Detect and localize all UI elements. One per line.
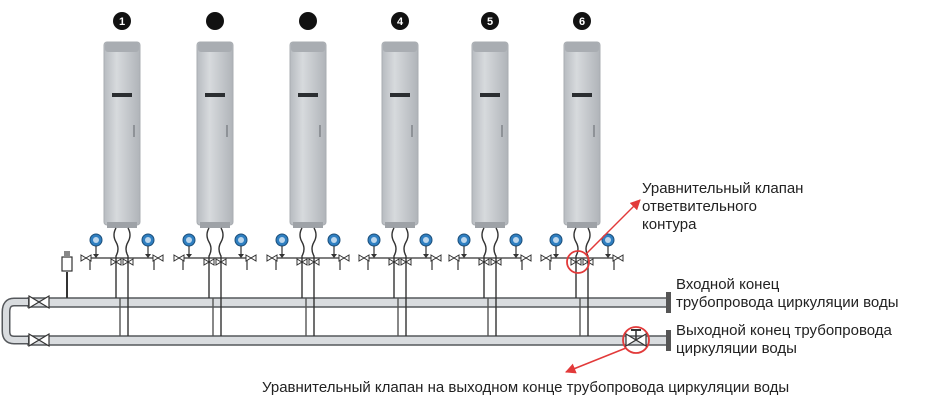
pressure-gauge-icon bbox=[601, 233, 615, 258]
pressure-gauge-icon bbox=[549, 233, 563, 258]
pressure-gauge-icon bbox=[89, 233, 103, 258]
valve-icon bbox=[490, 258, 502, 266]
branch-valve-highlight bbox=[566, 250, 590, 274]
valve-icon bbox=[478, 258, 490, 266]
unit-number-badge bbox=[299, 12, 317, 30]
door-handle bbox=[133, 125, 135, 137]
branch-valve-arrow bbox=[585, 199, 641, 255]
door-handle bbox=[593, 125, 595, 137]
valve-icon bbox=[215, 258, 227, 266]
valve-icon bbox=[245, 254, 257, 262]
inlet-left-valve bbox=[28, 294, 50, 310]
valve-icon bbox=[448, 254, 460, 262]
valve-icon bbox=[80, 254, 92, 262]
outlet-pipe-end-cap bbox=[666, 330, 671, 351]
unit-connection-pipes bbox=[182, 227, 248, 336]
unit-number-badge: 6 bbox=[573, 12, 591, 30]
pressure-gauge-icon bbox=[275, 233, 289, 258]
valve-icon bbox=[296, 258, 308, 266]
unit-number-text: 6 bbox=[579, 16, 585, 28]
valve-icon bbox=[358, 254, 370, 262]
control-panel bbox=[205, 93, 225, 97]
boiler-unit-2 bbox=[173, 12, 257, 336]
unit-connection-pipes bbox=[275, 227, 341, 336]
boiler-unit-4: 4 bbox=[358, 12, 442, 336]
door-handle bbox=[501, 125, 503, 137]
valve-icon bbox=[152, 254, 164, 262]
units-layer: 1 4 5 6 bbox=[80, 12, 624, 336]
unit-number-badge: 4 bbox=[391, 12, 409, 30]
boiler-unit-3 bbox=[266, 12, 350, 336]
unit-connection-pipes bbox=[89, 227, 155, 336]
outlet-valve-arrow bbox=[565, 347, 627, 374]
valve-icon bbox=[203, 258, 215, 266]
valve-icon bbox=[173, 254, 185, 262]
control-panel bbox=[298, 93, 318, 97]
pipe-network bbox=[1, 251, 671, 351]
valve-icon bbox=[110, 258, 122, 266]
inlet-pipe-end-cap bbox=[666, 292, 671, 313]
valve-icon bbox=[122, 258, 134, 266]
unit-number-badge: 5 bbox=[481, 12, 499, 30]
unit-number-badge bbox=[206, 12, 224, 30]
outlet-balancing-valve-icon bbox=[625, 329, 647, 348]
outlet-header-pipe bbox=[27, 335, 669, 346]
valve-icon bbox=[540, 254, 552, 262]
valve-icon bbox=[430, 254, 442, 262]
pressure-gauge-icon bbox=[509, 233, 523, 258]
pressure-gauge-icon bbox=[234, 233, 248, 258]
unit-number-text: 1 bbox=[119, 16, 125, 28]
valve-icon bbox=[338, 254, 350, 262]
boiler-unit-6: 6 bbox=[540, 12, 624, 336]
door-handle bbox=[319, 125, 321, 137]
control-panel bbox=[112, 93, 132, 97]
pressure-gauge-icon bbox=[182, 233, 196, 258]
door-handle bbox=[226, 125, 228, 137]
pressure-gauge-icon bbox=[141, 233, 155, 258]
valve-icon bbox=[308, 258, 320, 266]
unit-number-text: 5 bbox=[487, 16, 493, 28]
valve-icon bbox=[612, 254, 624, 262]
pressure-gauge-icon bbox=[327, 233, 341, 258]
control-panel bbox=[572, 93, 592, 97]
boiler-unit-5: 5 bbox=[448, 12, 532, 336]
pressure-gauge-icon bbox=[457, 233, 471, 258]
pressure-gauge-icon bbox=[419, 233, 433, 258]
unit-number-text: 4 bbox=[397, 16, 404, 28]
valve-icon bbox=[570, 258, 582, 266]
control-panel bbox=[390, 93, 410, 97]
inlet-pipe-label: Входной конец трубопровода циркуляции во… bbox=[676, 276, 899, 311]
valve-icon bbox=[388, 258, 400, 266]
pressure-gauge-icon bbox=[367, 233, 381, 258]
annotations bbox=[565, 199, 650, 374]
unit-number-badge: 1 bbox=[113, 12, 131, 30]
outlet-pipe-label: Выходной конец трубопровода циркуляции в… bbox=[676, 322, 892, 357]
valve-icon bbox=[582, 258, 594, 266]
boiler-unit-1: 1 bbox=[80, 12, 164, 336]
branch-valve-label: Уравнительный клапан ответвительного кон… bbox=[642, 180, 804, 233]
unit-connection-pipes bbox=[457, 227, 523, 336]
air-vent bbox=[61, 251, 73, 298]
inlet-header-pipe bbox=[27, 297, 669, 308]
control-panel bbox=[480, 93, 500, 97]
outlet-valve-highlight bbox=[622, 326, 650, 354]
outlet-valve-label: Уравнительный клапан на выходном конце т… bbox=[262, 379, 790, 396]
door-handle bbox=[411, 125, 413, 137]
valve-icon bbox=[266, 254, 278, 262]
outlet-left-valve bbox=[28, 332, 50, 348]
valve-icon bbox=[520, 254, 532, 262]
valve-icon bbox=[400, 258, 412, 266]
